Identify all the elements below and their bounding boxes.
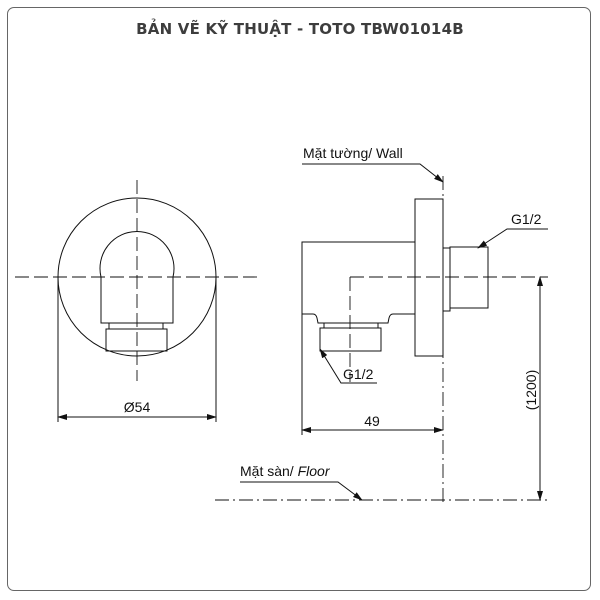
height-label: (1200) [523, 370, 539, 410]
outlet-leader [477, 228, 548, 249]
nut [105, 328, 168, 352]
drawing-title: BẢN VẼ KỸ THUẬT - TOTO TBW01014B [136, 20, 464, 38]
front-view: Ø54 [15, 180, 260, 422]
floor-leader [240, 481, 363, 501]
inlet-nut [319, 327, 382, 352]
depth-label: 49 [364, 413, 380, 429]
flange [414, 198, 444, 357]
outlet-step [442, 247, 451, 312]
wall-label: Mặt tường/ Wall [303, 145, 403, 161]
body-outline [99, 231, 175, 324]
inlet-leader [319, 348, 377, 384]
outlet-thread-label: G1/2 [511, 211, 542, 227]
inlet-thread-label: G1/2 [343, 366, 374, 382]
inlet-nut-step [323, 322, 379, 329]
body-side [301, 241, 415, 324]
diameter-label: Ø54 [124, 399, 151, 415]
nut-step [108, 322, 164, 330]
floor-label: Mặt sàn/ Floor [240, 463, 331, 479]
side-view: 49 (1200) Mặt tường/ Wall G1/2 G1/2 Mặt … [215, 145, 548, 502]
wall-leader [302, 163, 444, 183]
drawing-frame [7, 7, 591, 591]
outlet-thread [449, 246, 489, 309]
